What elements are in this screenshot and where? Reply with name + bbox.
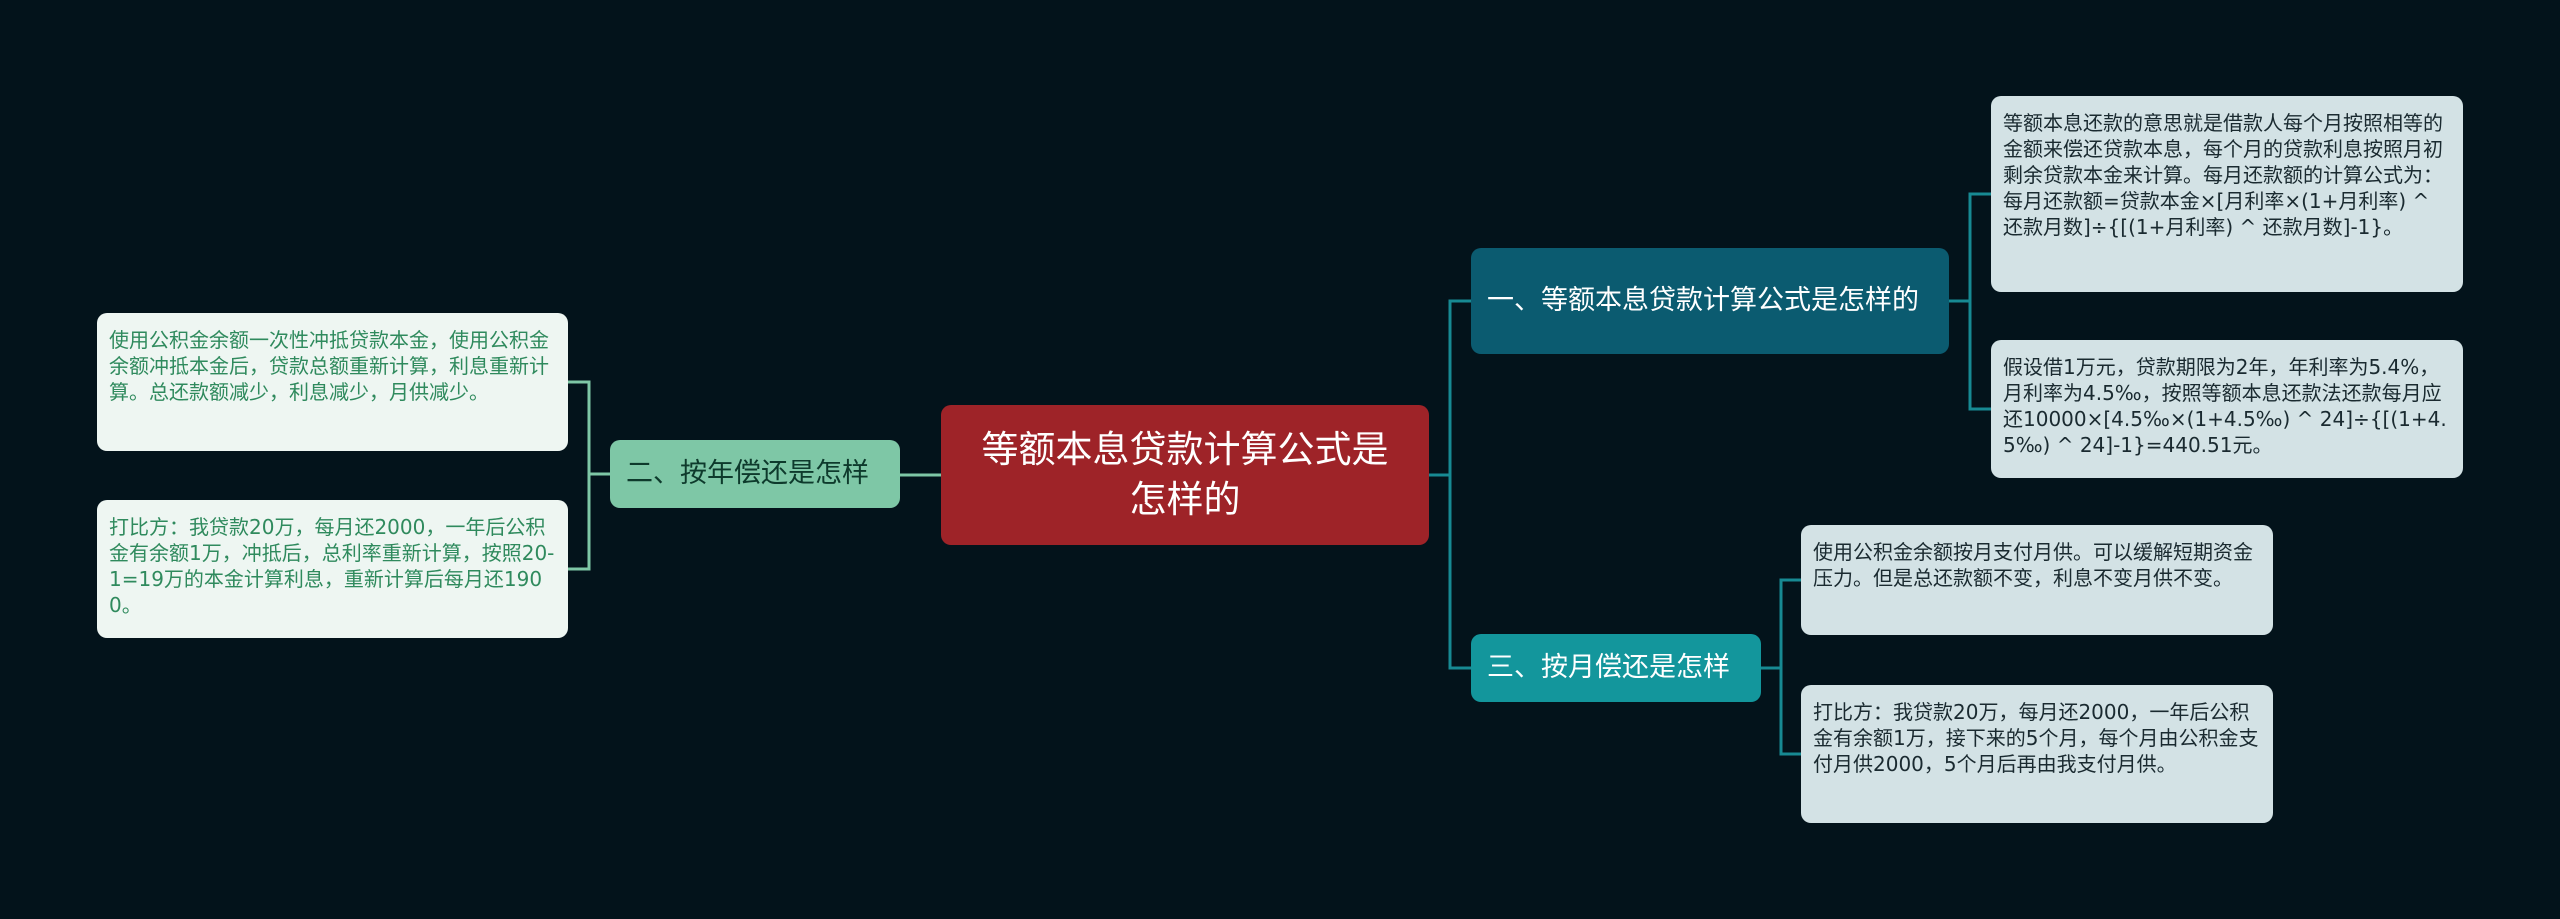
leaf-topic-text: 打比方：我贷款20万，每月还2000，一年后公积金有余额1万，冲抵后，总利率重新…: [109, 515, 555, 617]
branch-topic-label: 一、等额本息贷款计算公式是怎样的: [1487, 285, 1919, 316]
leaf-topic-monthly-description[interactable]: 使用公积金余额按月支付月供。可以缓解短期资金压力。但是总还款额不变，利息不变月供…: [1801, 525, 2273, 635]
branch-topic-label: 三、按月偿还是怎样: [1487, 652, 1730, 683]
leaf-topic-monthly-example[interactable]: 打比方：我贷款20万，每月还2000，一年后公积金有余额1万，接下来的5个月，每…: [1801, 685, 2273, 823]
leaf-topic-yearly-example[interactable]: 打比方：我贷款20万，每月还2000，一年后公积金有余额1万，冲抵后，总利率重新…: [97, 500, 568, 638]
leaf-topic-text: 使用公积金余额一次性冲抵贷款本金，使用公积金余额冲抵本金后，贷款总额重新计算，利…: [109, 328, 549, 404]
connector-root-branch3: [1448, 475, 1471, 670]
connector-branch1-leaf1: [1949, 192, 1991, 303]
leaf-topic-yearly-description[interactable]: 使用公积金余额一次性冲抵贷款本金，使用公积金余额冲抵本金后，贷款总额重新计算，利…: [97, 313, 568, 451]
leaf-topic-formula-example[interactable]: 假设借1万元，贷款期限为2年，年利率为5.4%，月利率为4.5‰，按照等额本息还…: [1991, 340, 2463, 478]
connector-branch2-leaf2: [568, 474, 591, 571]
branch-topic-monthly[interactable]: 三、按月偿还是怎样: [1471, 634, 1761, 702]
branch-topic-label: 二、按年偿还是怎样: [626, 458, 869, 489]
leaf-topic-text: 假设借1万元，贷款期限为2年，年利率为5.4%，月利率为4.5‰，按照等额本息还…: [2003, 355, 2447, 457]
branch-topic-yearly[interactable]: 二、按年偿还是怎样: [610, 440, 900, 508]
leaf-topic-formula-definition[interactable]: 等额本息还款的意思就是借款人每个月按照相等的金额来偿还贷款本息，每个月的贷款利息…: [1991, 96, 2463, 292]
connector-branch1-leaf2: [1968, 301, 1991, 411]
root-topic-label: 等额本息贷款计算公式是怎样的: [981, 428, 1389, 521]
branch-topic-formula[interactable]: 一、等额本息贷款计算公式是怎样的: [1471, 248, 1949, 354]
leaf-topic-text: 使用公积金余额按月支付月供。可以缓解短期资金压力。但是总还款额不变，利息不变月供…: [1813, 540, 2253, 590]
root-topic[interactable]: 等额本息贷款计算公式是怎样的: [941, 405, 1429, 545]
connector-branch3-leaf2: [1779, 668, 1801, 756]
leaf-topic-text: 打比方：我贷款20万，每月还2000，一年后公积金有余额1万，接下来的5个月，每…: [1813, 700, 2259, 776]
connector-branch2-leaf1: [568, 380, 610, 476]
connector-root-branch1: [1429, 299, 1471, 477]
connector-branch3-leaf1: [1761, 578, 1801, 670]
leaf-topic-text: 等额本息还款的意思就是借款人每个月按照相等的金额来偿还贷款本息，每个月的贷款利息…: [2003, 111, 2443, 239]
